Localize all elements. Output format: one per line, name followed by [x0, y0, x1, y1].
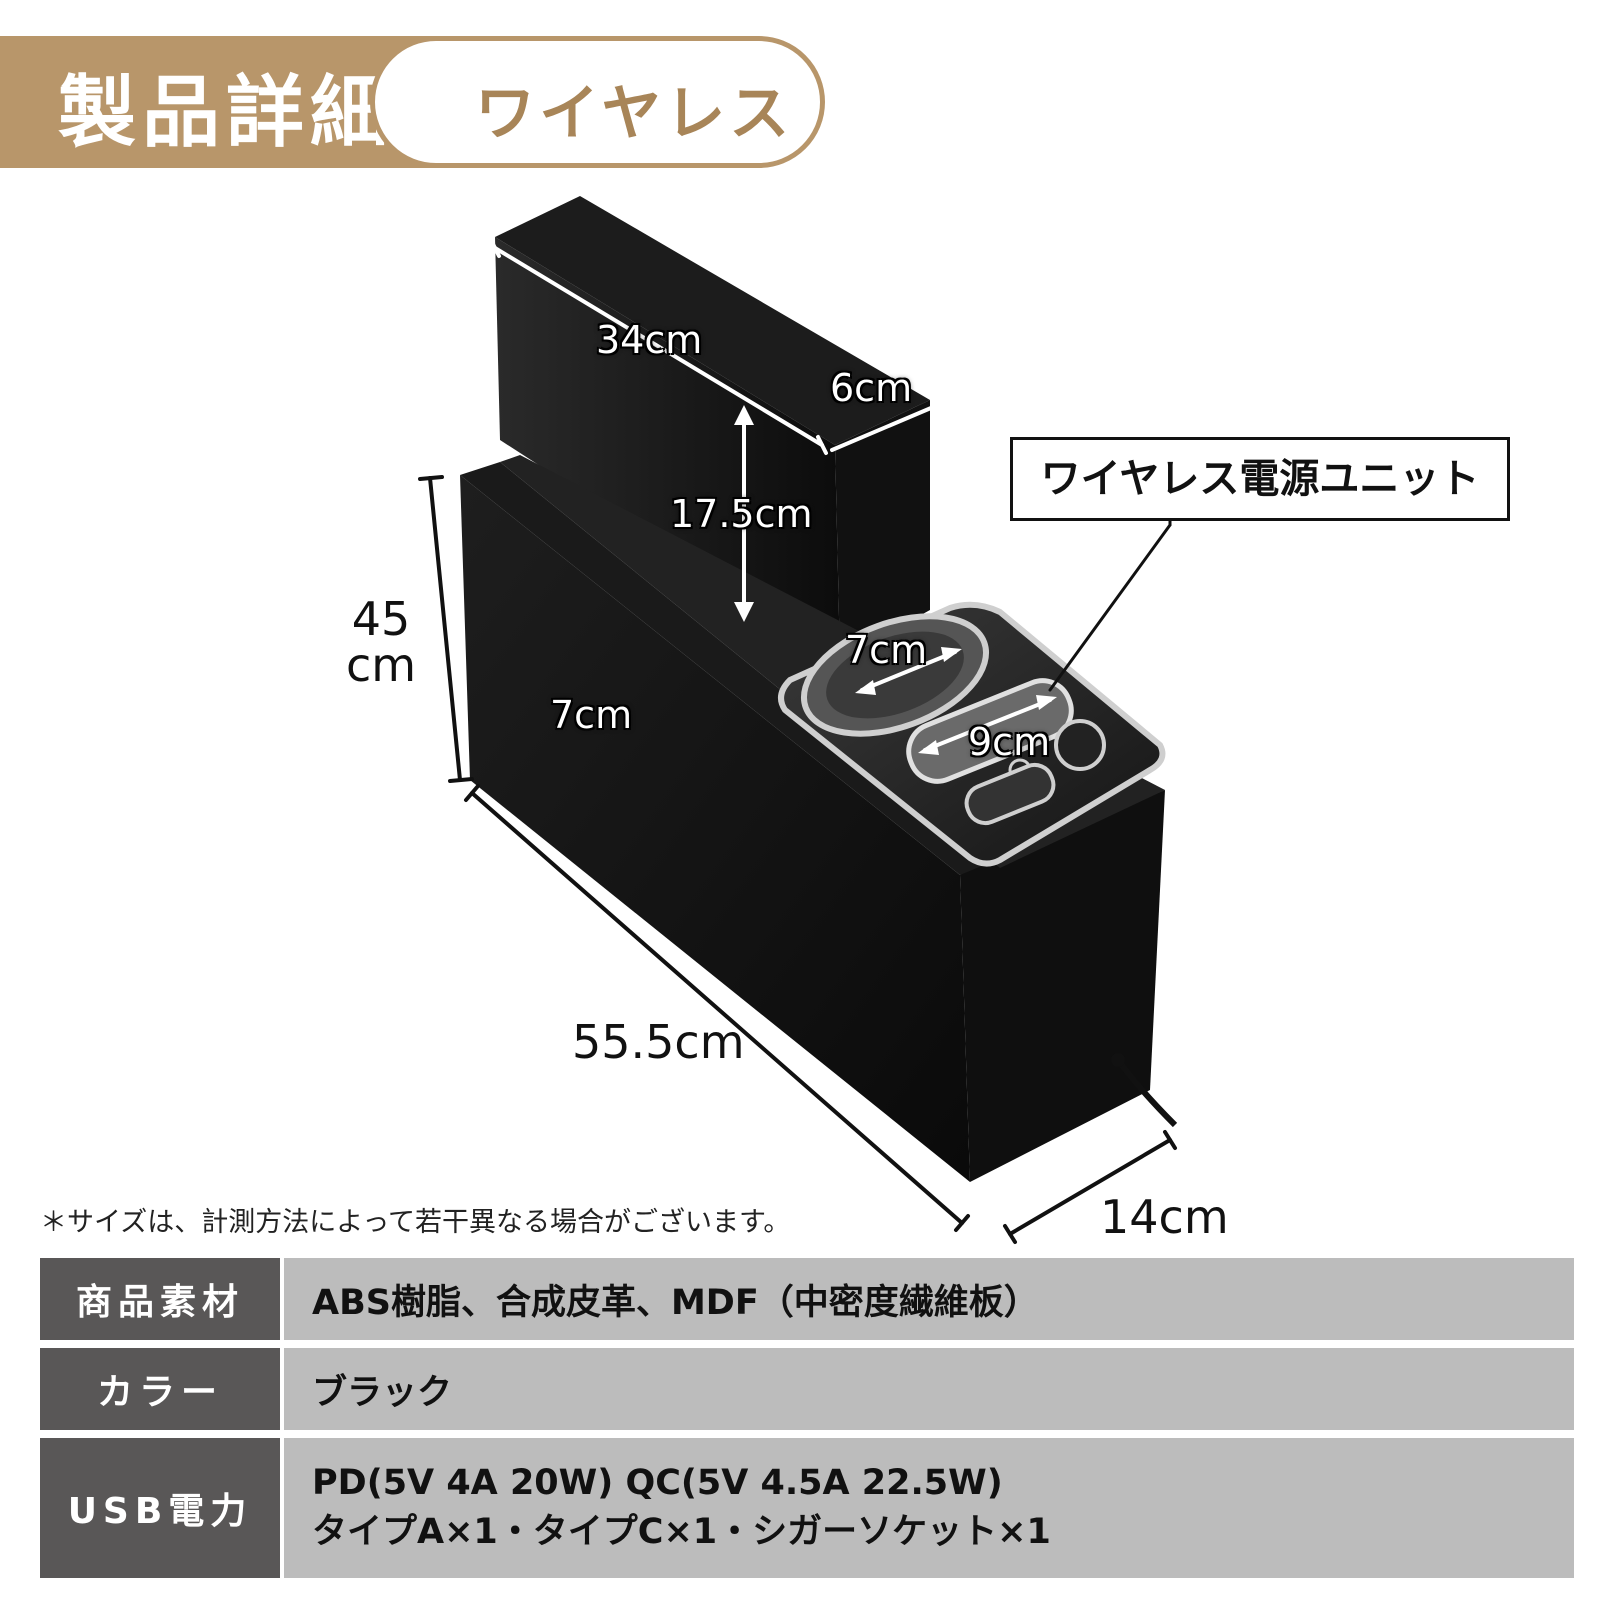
dim-wireless-pad: 9cm: [968, 720, 1051, 764]
spec-label: 商品素材: [40, 1258, 280, 1340]
dim-total-height-num: 45: [351, 592, 411, 646]
power-cable: [1115, 1058, 1178, 1128]
spec-value-line: PD(5V 4A 20W) QC(5V 4.5A 22.5W): [312, 1462, 1003, 1503]
spec-value-line: ブラック: [312, 1372, 453, 1413]
spec-value-line: ABS樹脂、合成皮革、MDF（中密度繊維板）: [312, 1282, 1039, 1323]
spec-row-usb-power: USB電力 PD(5V 4A 20W) QC(5V 4.5A 22.5W) タイ…: [40, 1438, 1574, 1578]
spec-value: ブラック: [284, 1348, 1574, 1430]
header-tag: ワイヤレス: [475, 79, 794, 149]
spec-label: USB電力: [40, 1438, 280, 1578]
dim-depth: 14cm: [1100, 1190, 1229, 1244]
spec-value: ABS樹脂、合成皮革、MDF（中密度繊維板）: [284, 1258, 1574, 1340]
dim-top-length: 34cm: [596, 318, 703, 362]
header-tag-pill: ワイヤレス: [370, 36, 825, 168]
spec-row-material: 商品素材 ABS樹脂、合成皮革、MDF（中密度繊維板）: [40, 1258, 1574, 1340]
size-note: ＊サイズは、計測方法によって若干異なる場合がございます。: [40, 1207, 791, 1238]
dim-total-height-unit: cm: [346, 638, 417, 692]
spec-value-line: タイプA×1・タイプC×1・シガーソケット×1: [312, 1511, 1051, 1552]
spec-label: カラー: [40, 1348, 280, 1430]
header-title: 製品詳細: [58, 68, 395, 158]
dimension-lines: [418, 238, 1177, 1244]
dim-top-width: 6cm: [830, 366, 913, 410]
backrest: [495, 196, 930, 660]
usb-ports: [964, 762, 1056, 826]
dim-backrest-height: 17.5cm: [670, 492, 813, 536]
dim-length: 55.5cm: [572, 1015, 745, 1069]
dim-side-width: 7cm: [550, 693, 633, 737]
spec-value: PD(5V 4A 20W) QC(5V 4.5A 22.5W) タイプA×1・タ…: [284, 1438, 1574, 1578]
dim-cup-holder: 7cm: [845, 628, 928, 672]
spec-row-color: カラー ブラック: [40, 1348, 1574, 1430]
cigar-socket: [1054, 719, 1106, 771]
dim-total-height: 45 cm: [346, 596, 416, 688]
wireless-unit-callout: ワイヤレス電源ユニット: [1010, 437, 1510, 521]
